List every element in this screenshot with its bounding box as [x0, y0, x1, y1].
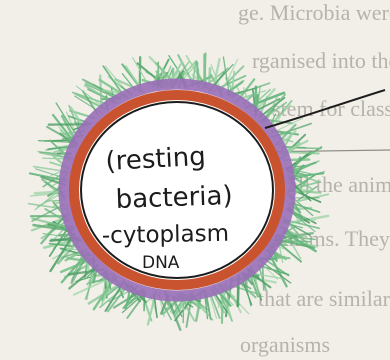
- bg-text-line-1: ge. Microbia were original: [238, 0, 390, 25]
- label-bacteria: bacteria): [115, 181, 233, 215]
- bg-text-line-2: rganised into the ry are a: [252, 48, 390, 73]
- label-resting: (resting: [105, 142, 207, 177]
- bg-text-line-3: stem for classifying it is used to: [272, 96, 390, 121]
- bg-text-line-7: organisms: [240, 332, 330, 357]
- label-dna: DNA: [142, 253, 180, 273]
- bg-text-line-6: that are similar to each other: [258, 286, 390, 311]
- label-cytoplasm: -cytoplasm: [102, 221, 230, 249]
